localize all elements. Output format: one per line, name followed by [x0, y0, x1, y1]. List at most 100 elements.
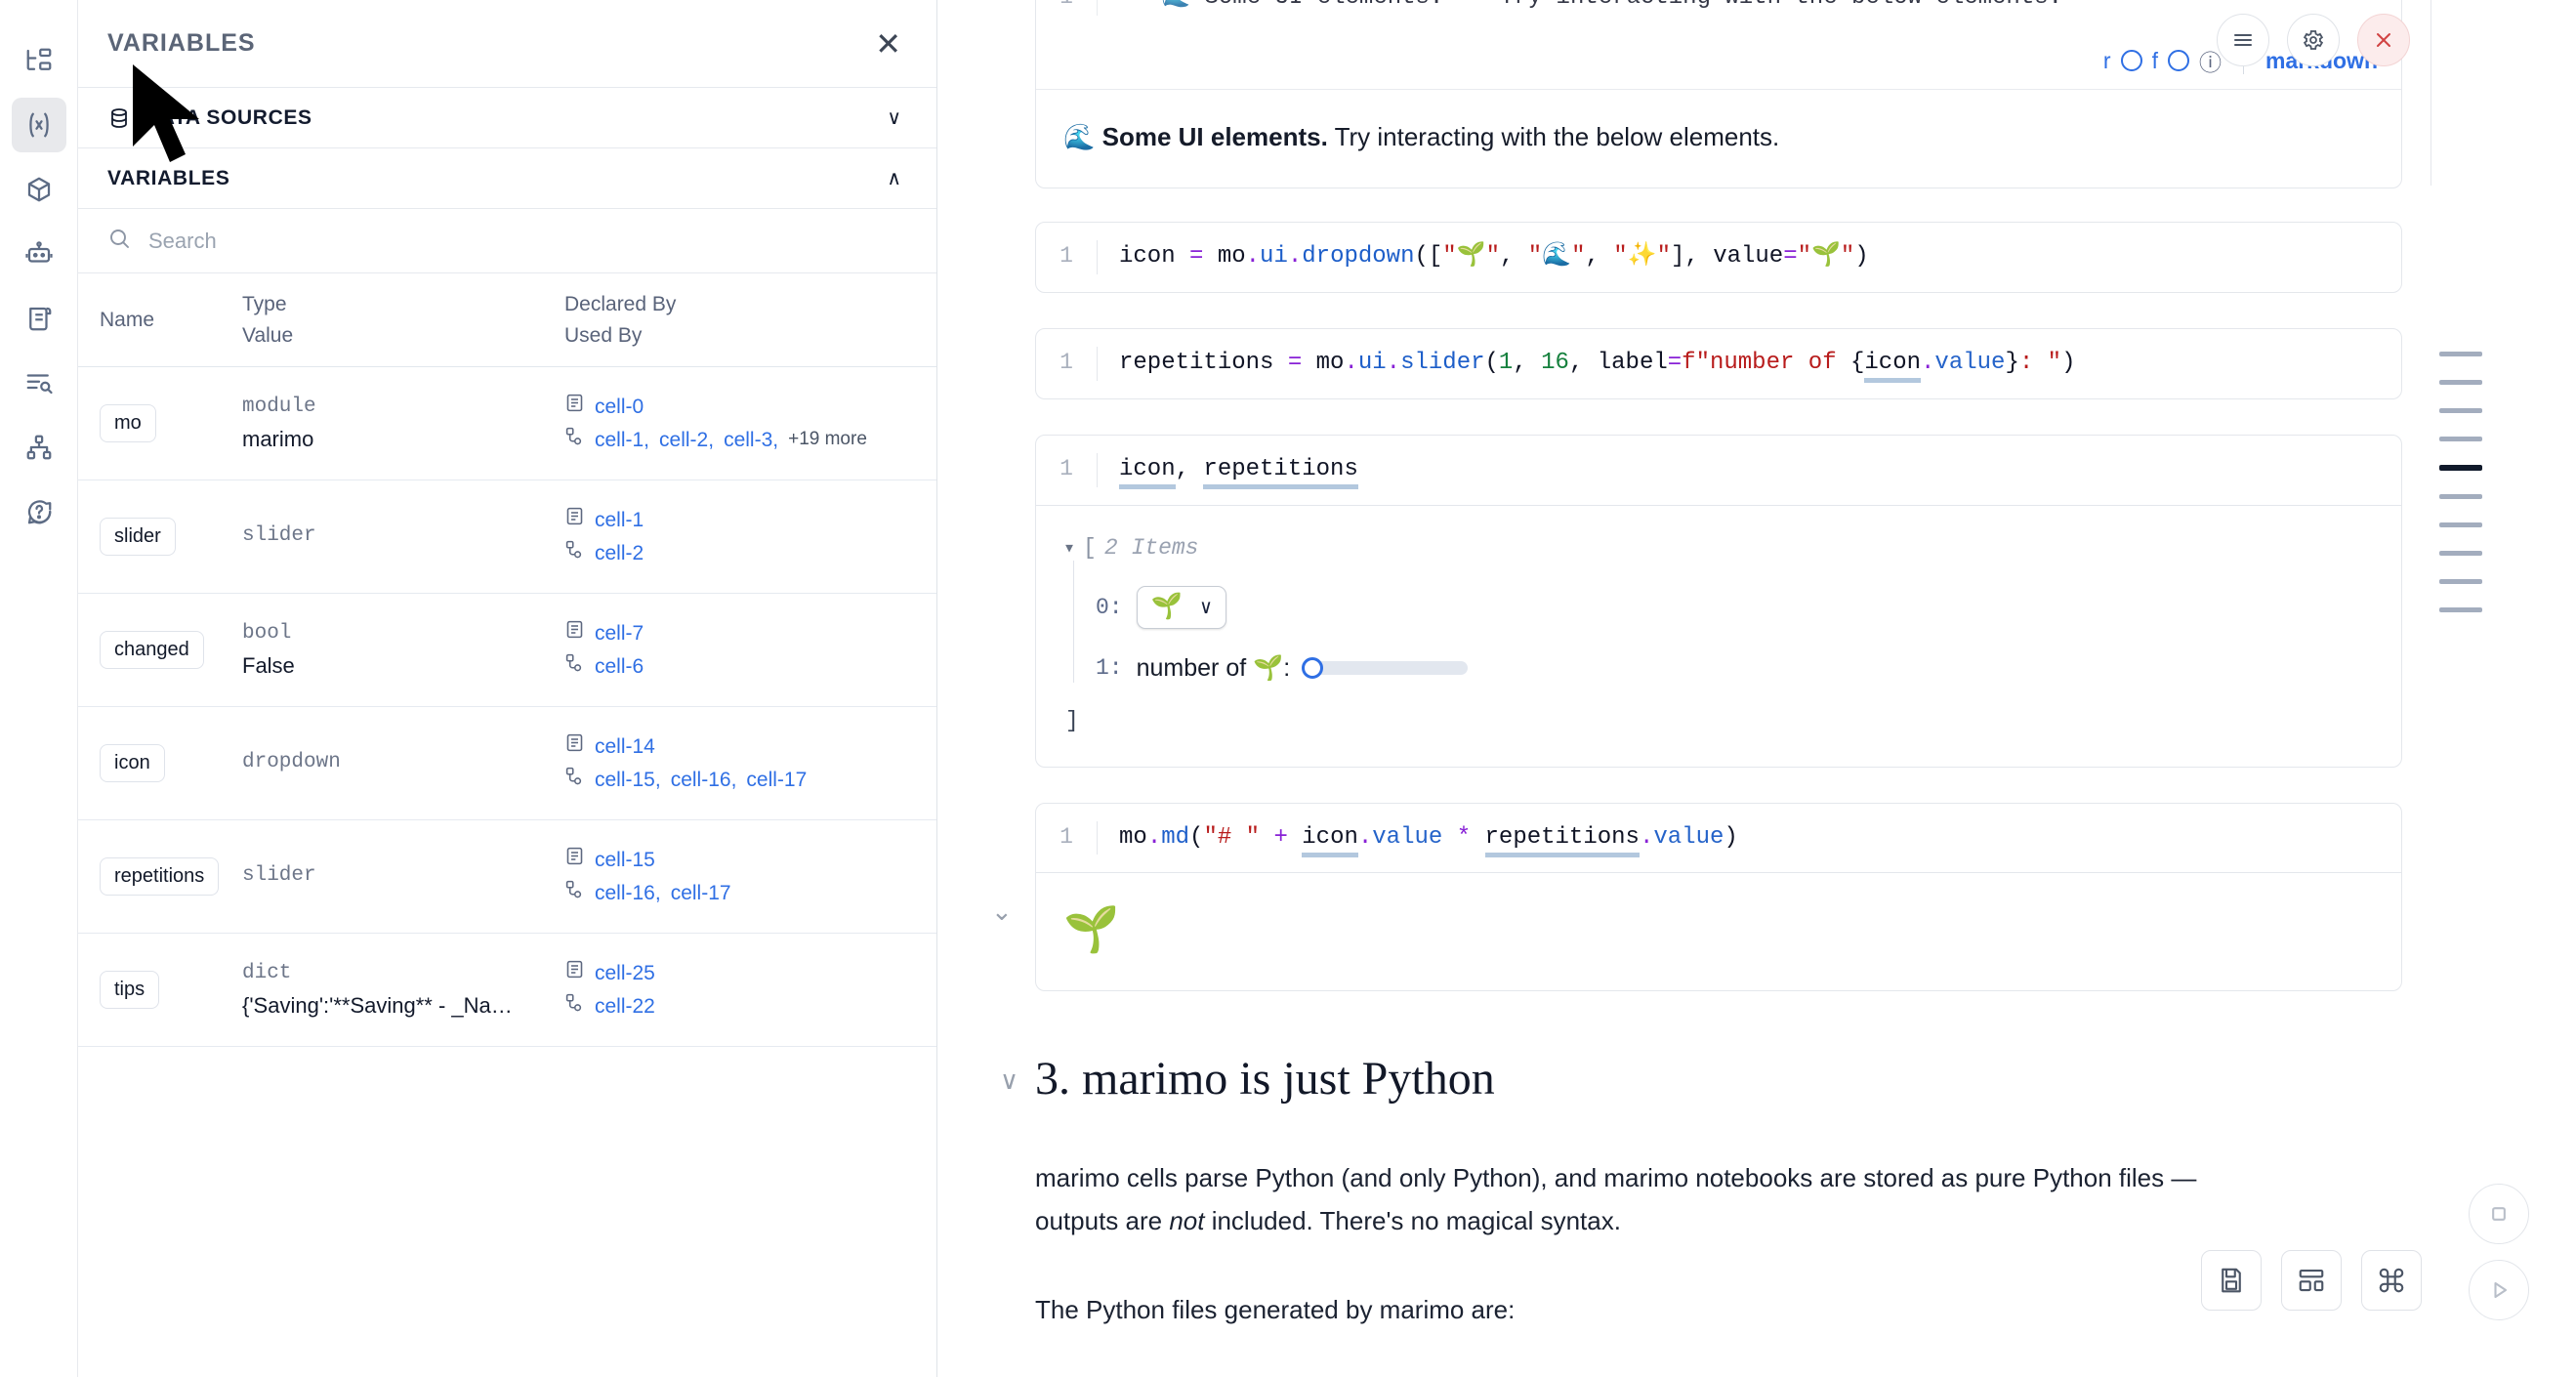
code-cell-md[interactable]: ⌄ 1 mo.md("# " + icon.value * repetition…: [991, 802, 2402, 991]
run-button[interactable]: [2469, 1260, 2529, 1320]
variable-name-chip[interactable]: tips: [100, 971, 160, 1009]
declared-by-list: cell-7: [564, 617, 923, 650]
minimap-bar[interactable]: [2439, 465, 2482, 471]
code-text: repetitions = mo.ui.slider(1, 16, label=…: [1097, 346, 2075, 383]
variables-panel: VARIABLES ✕ DATA SOURCES ∨ VARIABLES ∧: [78, 0, 937, 1377]
help-icon[interactable]: [12, 484, 66, 539]
close-icon[interactable]: ✕: [875, 25, 901, 62]
info-icon[interactable]: ⓘ: [2198, 50, 2222, 76]
code-text: """🌊 Some UI elements.""" Try interactin…: [1097, 0, 2062, 16]
minimap-bar[interactable]: [2439, 579, 2482, 584]
outline-search-icon[interactable]: [12, 355, 66, 410]
minimap-bar[interactable]: [2439, 437, 2482, 441]
variable-name-chip[interactable]: mo: [100, 404, 156, 442]
robot-icon[interactable]: [12, 227, 66, 281]
save-button[interactable]: [2201, 1250, 2262, 1311]
variables-icon[interactable]: [11, 98, 66, 152]
cell-link[interactable]: cell-15,: [595, 768, 661, 791]
declared-by-icon: [564, 506, 585, 535]
code-cell-slider[interactable]: 1 repetitions = mo.ui.slider(1, 16, labe…: [1035, 327, 2402, 399]
section-variables[interactable]: VARIABLES ∧: [78, 148, 936, 209]
cell-link[interactable]: cell-0: [595, 395, 644, 418]
cell-link[interactable]: cell-6: [595, 654, 644, 678]
minimap-bar[interactable]: [2439, 494, 2482, 499]
cell-link[interactable]: cell-15: [595, 848, 655, 871]
code-cell-dropdown[interactable]: 1 icon = mo.ui.dropdown(["🌱", "🌊", "✨"],…: [1035, 222, 2402, 293]
minimap-bar[interactable]: [2439, 522, 2482, 527]
scratchpad-icon[interactable]: [12, 291, 66, 346]
minimap-bar[interactable]: [2439, 551, 2482, 556]
cell-link[interactable]: cell-2: [595, 541, 644, 564]
used-by-icon: [564, 652, 585, 682]
used-by-icon: [564, 766, 585, 795]
cell-link[interactable]: cell-1,: [595, 428, 650, 451]
chevron-down-icon[interactable]: ▾: [1063, 537, 1076, 561]
variable-name-chip[interactable]: changed: [100, 631, 204, 669]
cell-link[interactable]: cell-22: [595, 994, 655, 1018]
layout-button[interactable]: [2281, 1250, 2342, 1311]
dependency-graph-icon[interactable]: [12, 420, 66, 475]
section-heading: 3. marimo is just Python: [1035, 1052, 1495, 1105]
command-palette-button[interactable]: [2361, 1250, 2422, 1311]
menu-icon[interactable]: [2217, 14, 2269, 66]
minimap-bar[interactable]: [2439, 352, 2482, 356]
cell-link[interactable]: cell-25: [595, 961, 655, 984]
minimap-bar[interactable]: [2439, 380, 2482, 385]
cell-link[interactable]: cell-3,: [724, 428, 779, 451]
more-cells-label[interactable]: +19 more: [788, 429, 867, 450]
gear-icon[interactable]: [2287, 14, 2340, 66]
code-line[interactable]: 1 repetitions = mo.ui.slider(1, 16, labe…: [1036, 329, 2401, 398]
used-by-list: cell-6: [564, 650, 923, 684]
code-cell-display[interactable]: 1 icon, repetitions ▾ [ 2 Items 0:: [1035, 434, 2402, 768]
used-by-icon: [564, 992, 585, 1022]
minimap-bar[interactable]: [2439, 607, 2482, 612]
code-line[interactable]: 1 mo.md("# " + icon.value * repetitions.…: [1036, 804, 2401, 873]
variable-value: False: [242, 653, 295, 679]
minimap[interactable]: [2439, 352, 2482, 612]
cell-link[interactable]: cell-1: [595, 508, 644, 531]
key-ring-icon: [2167, 50, 2189, 72]
package-icon[interactable]: [12, 162, 66, 217]
minimap-bar[interactable]: [2439, 408, 2482, 413]
notebook-main: 1 """🌊 Some UI elements.""" Try interact…: [937, 0, 2576, 1377]
column-header-name: Name: [100, 308, 155, 331]
variable-name-chip[interactable]: icon: [100, 744, 165, 782]
code-line[interactable]: 1 icon, repetitions: [1036, 436, 2401, 505]
close-cell-icon[interactable]: [2357, 14, 2410, 66]
cell-link[interactable]: cell-16,: [670, 768, 737, 791]
search-input[interactable]: [148, 228, 907, 254]
seedling-emoji: 🌱: [1063, 903, 1120, 955]
cell-link[interactable]: cell-16,: [595, 881, 661, 904]
code-line[interactable]: 1 """🌊 Some UI elements.""" Try interact…: [1036, 0, 2401, 33]
cell-link[interactable]: cell-2,: [659, 428, 715, 451]
dropdown-widget[interactable]: 🌱 ∨: [1136, 585, 1227, 629]
cell-link[interactable]: cell-17: [670, 881, 731, 904]
collapse-output-chevron-icon[interactable]: ⌄: [991, 897, 1013, 927]
variable-name-chip[interactable]: slider: [100, 518, 176, 556]
cell-link[interactable]: cell-14: [595, 734, 655, 758]
cell-link[interactable]: cell-7: [595, 621, 644, 645]
slider-widget[interactable]: [1302, 657, 1469, 680]
wave-emoji: 🌊: [1063, 121, 1096, 151]
stop-button[interactable]: [2469, 1184, 2529, 1244]
file-tree-icon[interactable]: [12, 33, 66, 88]
slider-knob[interactable]: [1302, 657, 1324, 680]
section-data-sources[interactable]: DATA SOURCES ∨: [78, 88, 936, 148]
slider-track[interactable]: [1304, 661, 1469, 676]
column-header-type: Type: [242, 293, 287, 315]
cell-link[interactable]: cell-17: [746, 768, 808, 791]
variable-name-chip[interactable]: repetitions: [100, 857, 220, 896]
json-viewer-header[interactable]: ▾ [ 2 Items: [1063, 535, 2374, 561]
markdown-cell[interactable]: 1 """🌊 Some UI elements.""" Try interact…: [1035, 0, 2402, 189]
declared-by-list: cell-14: [564, 730, 923, 764]
variable-type: module: [242, 395, 316, 418]
cell-output: ▾ [ 2 Items 0: 🌱 ∨: [1036, 506, 2401, 767]
code-line[interactable]: 1 icon = mo.ui.dropdown(["🌱", "🌊", "✨"],…: [1036, 223, 2401, 292]
collapse-section-chevron-icon[interactable]: ∨: [1000, 1064, 1019, 1095]
